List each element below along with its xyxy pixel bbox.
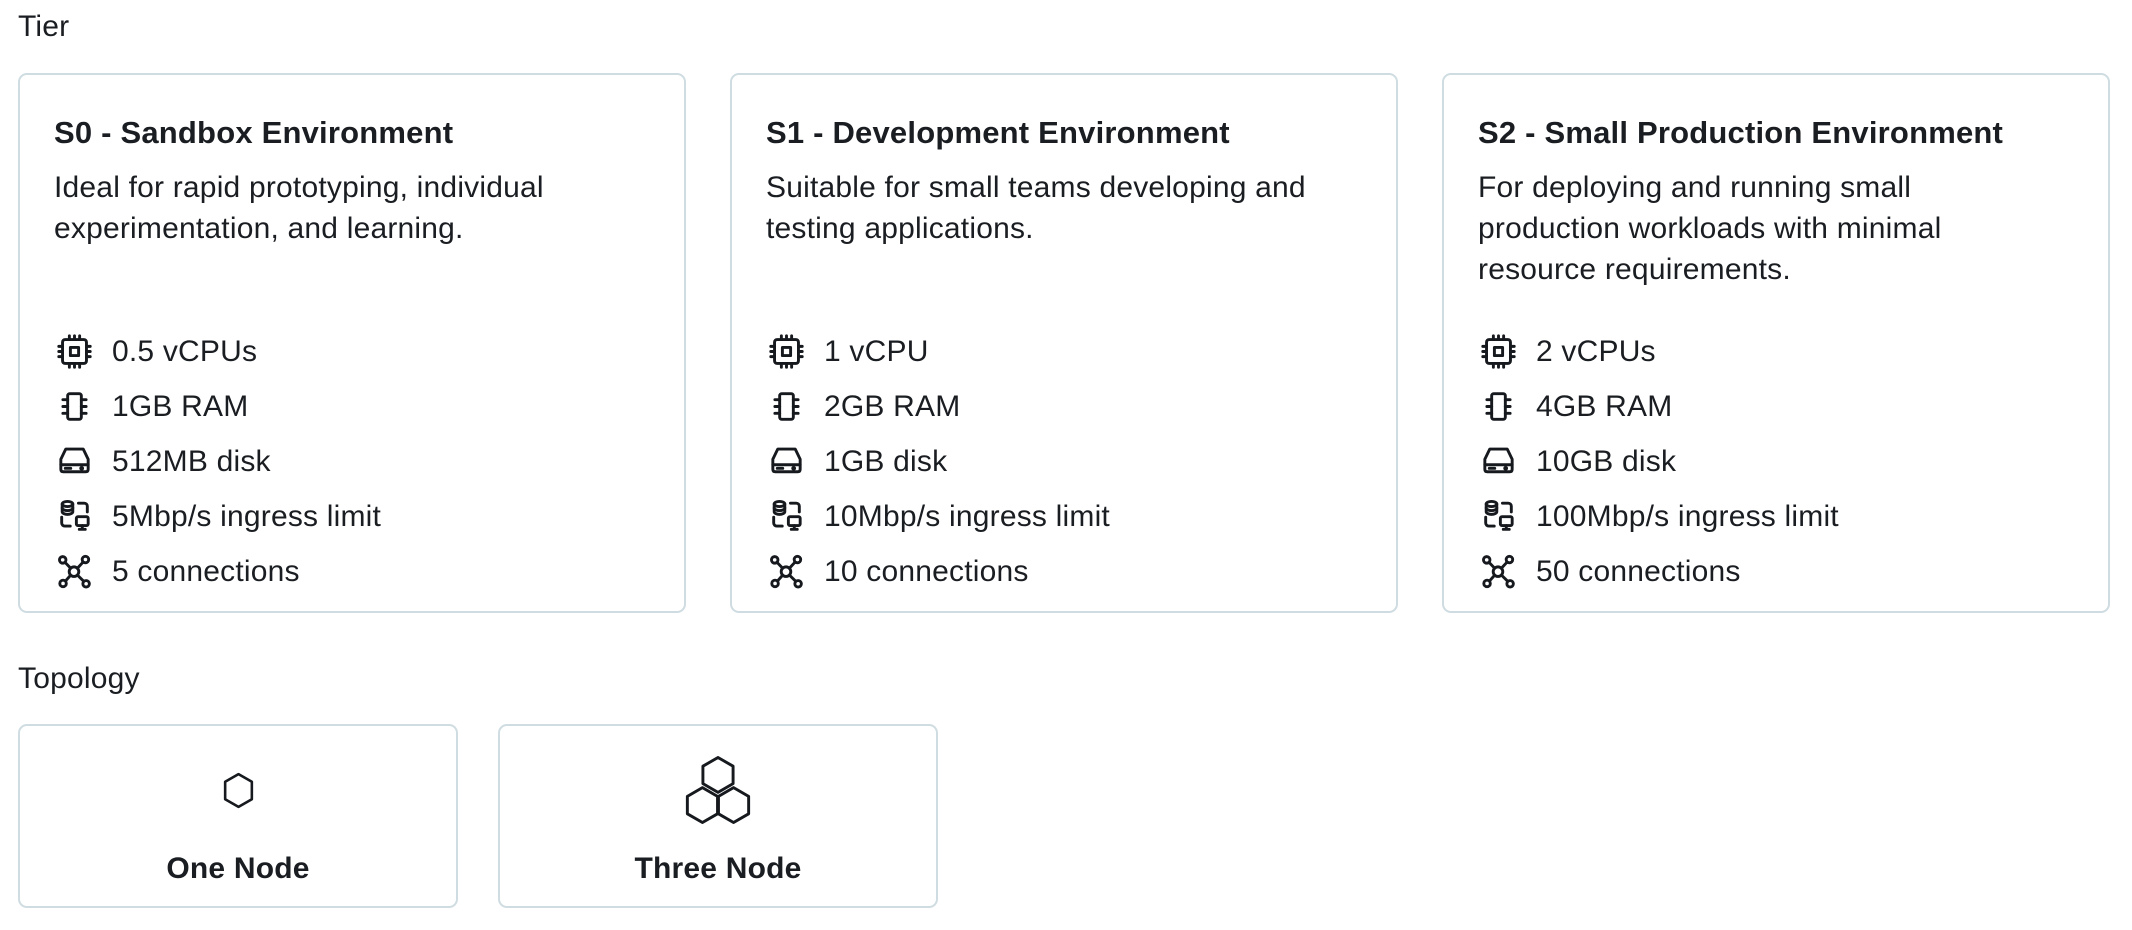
disk-icon [1478,441,1519,482]
spec-label: 50 connections [1536,554,1741,588]
spec-row: 10GB disk [1478,434,2074,489]
tier-card-title: S0 - Sandbox Environment [54,115,454,150]
tier-card-title: S1 - Development Environment [766,115,1230,150]
spec-row: 5Mbp/s ingress limit [54,489,650,544]
spec-row: 1 vCPU [766,324,1362,379]
cpu-icon [766,331,807,372]
spec-label: 2GB RAM [824,389,961,423]
ingress-icon [766,496,807,537]
spec-row: 10Mbp/s ingress limit [766,489,1362,544]
ram-icon [1478,386,1519,427]
spec-label: 1GB disk [824,444,948,478]
topology-section-label: Topology [18,662,140,695]
spec-row: 1GB disk [766,434,1362,489]
connections-icon [54,551,95,592]
spec-label: 1 vCPU [824,334,929,368]
spec-label: 1GB RAM [112,389,249,423]
ingress-icon [54,496,95,537]
tier-spec-list: 1 vCPU 2GB RAM 1GB disk 10Mbp/s ingress … [766,324,1362,599]
spec-row: 0.5 vCPUs [54,324,650,379]
connections-icon [1478,551,1519,592]
spec-row: 50 connections [1478,544,2074,599]
tier-card-description: Ideal for rapid prototyping, individual … [54,171,544,245]
spec-label: 5Mbp/s ingress limit [112,499,382,533]
spec-label: 10Mbp/s ingress limit [824,499,1110,533]
tier-card-description: Suitable for small teams developing and … [766,171,1306,245]
topology-card-one-node[interactable]: One Node [18,724,458,908]
spec-label: 10 connections [824,554,1029,588]
spec-row: 1GB RAM [54,379,650,434]
spec-label: 512MB disk [112,444,271,478]
spec-row: 10 connections [766,544,1362,599]
ram-icon [54,386,95,427]
disk-icon [54,441,95,482]
cpu-icon [1478,331,1519,372]
spec-label: 4GB RAM [1536,389,1673,423]
topology-card-three-node[interactable]: Three Node [498,724,938,908]
spec-row: 2GB RAM [766,379,1362,434]
tier-card-description: For deploying and running small producti… [1478,171,1942,286]
spec-label: 100Mbp/s ingress limit [1536,499,1839,533]
spec-label: 2 vCPUs [1536,334,1656,368]
spec-label: 0.5 vCPUs [112,334,258,368]
disk-icon [766,441,807,482]
spec-row: 100Mbp/s ingress limit [1478,489,2074,544]
spec-row: 512MB disk [54,434,650,489]
ingress-icon [1478,496,1519,537]
topology-card-group: One Node Three Node [18,724,2132,908]
spec-label: 5 connections [112,554,300,588]
one-node-icon [223,726,254,854]
tier-spec-list: 2 vCPUs 4GB RAM 10GB disk 100Mbp/s ingre… [1478,324,2074,599]
topology-card-label: Three Node [634,852,802,885]
tier-section-label: Tier [18,10,70,43]
tier-spec-list: 0.5 vCPUs 1GB RAM 512MB disk 5Mbp/s ingr… [54,324,650,599]
cpu-icon [54,331,95,372]
tier-card-title: S2 - Small Production Environment [1478,115,2004,150]
spec-label: 10GB disk [1536,444,1677,478]
connections-icon [766,551,807,592]
topology-card-label: One Node [166,852,310,885]
ram-icon [766,386,807,427]
three-node-icon [685,726,751,854]
spec-row: 5 connections [54,544,650,599]
spec-row: 2 vCPUs [1478,324,2074,379]
spec-row: 4GB RAM [1478,379,2074,434]
